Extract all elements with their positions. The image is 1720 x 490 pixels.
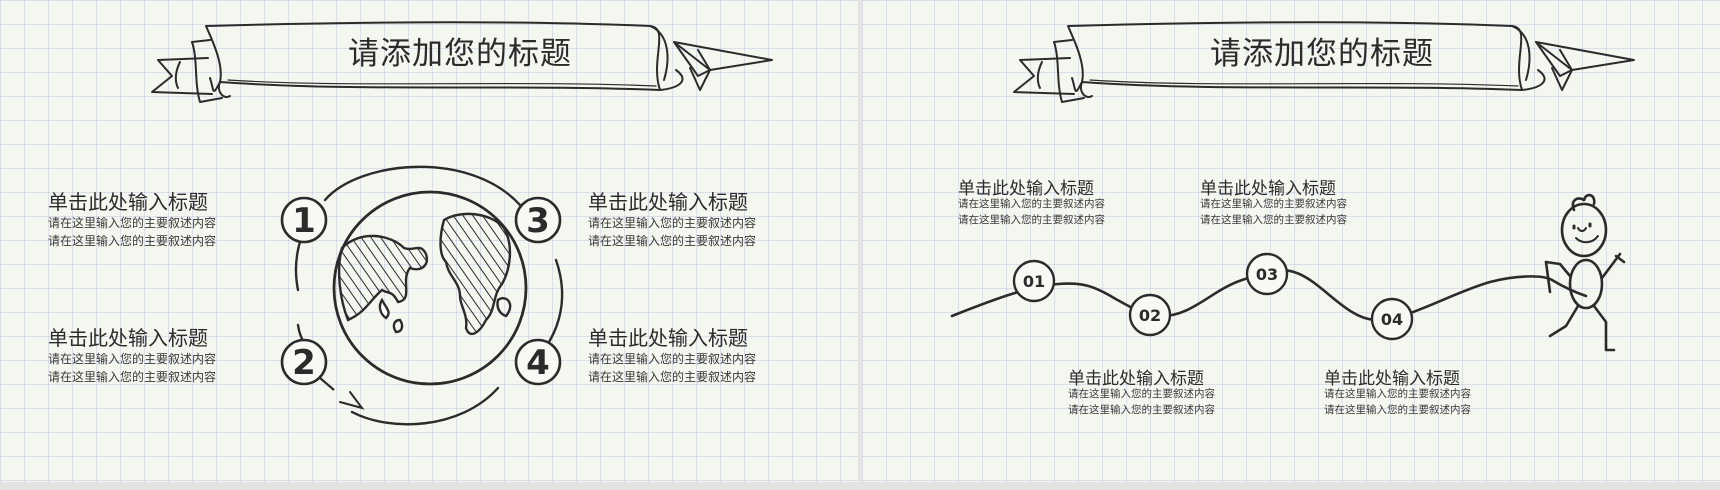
ribbon-banner-icon — [151, 21, 773, 103]
block-body-4[interactable]: 请在这里输入您的主要叙述内容 请在这里输入您的主要叙述内容 — [588, 350, 756, 386]
timeline-wave-icon: 01 02 03 04 — [950, 193, 1626, 352]
block-body-4[interactable]: 请在这里输入您的主要叙述内容 请在这里输入您的主要叙述内容 — [1324, 386, 1471, 418]
body-line: 请在这里输入您的主要叙述内容 — [588, 234, 757, 248]
step-number-03: 03 — [1256, 265, 1278, 284]
page-title: 请添加您的标题 — [1210, 36, 1434, 72]
step-number-4: 4 — [526, 343, 550, 383]
ribbon-banner-icon — [1013, 21, 1635, 103]
step-number-01: 01 — [1023, 272, 1045, 291]
block-body-2[interactable]: 请在这里输入您的主要叙述内容 请在这里输入您的主要叙述内容 — [48, 350, 216, 386]
body-line: 请在这里输入您的主要叙述内容 — [588, 370, 757, 384]
body-line: 请在这里输入您的主要叙述内容 — [1200, 214, 1347, 226]
body-line: 请在这里输入您的主要叙述内容 — [48, 216, 217, 230]
body-line: 请在这里输入您的主要叙述内容 — [588, 352, 757, 366]
block-body-1[interactable]: 请在这里输入您的主要叙述内容 请在这里输入您的主要叙述内容 — [958, 196, 1105, 228]
body-line: 请在这里输入您的主要叙述内容 — [48, 370, 217, 384]
block-body-3[interactable]: 请在这里输入您的主要叙述内容 请在这里输入您的主要叙述内容 — [1068, 386, 1215, 418]
block-title-2[interactable]: 单击此处输入标题 — [1200, 179, 1336, 199]
block-title-1[interactable]: 单击此处输入标题 — [48, 190, 208, 214]
block-title-3[interactable]: 单击此处输入标题 — [1068, 369, 1204, 389]
globe-cycle-icon — [294, 165, 564, 426]
block-title-3[interactable]: 单击此处输入标题 — [588, 190, 748, 214]
block-title-4[interactable]: 单击此处输入标题 — [1324, 369, 1460, 389]
step-number-04: 04 — [1381, 310, 1403, 329]
step-number-3: 3 — [526, 201, 550, 241]
page-title: 请添加您的标题 — [348, 36, 572, 72]
step-circles-icon: 1 2 3 4 — [280, 196, 562, 391]
body-line: 请在这里输入您的主要叙述内容 — [1068, 388, 1215, 400]
body-line: 请在这里输入您的主要叙述内容 — [588, 216, 757, 230]
runner-figure-icon — [1544, 193, 1626, 352]
slide-1: 请添加您的标题 — [0, 0, 858, 482]
step-number-02: 02 — [1139, 306, 1161, 325]
body-line: 请在这里输入您的主要叙述内容 — [1200, 198, 1347, 210]
block-title-4[interactable]: 单击此处输入标题 — [588, 326, 748, 350]
step-number-2: 2 — [292, 343, 316, 383]
body-line: 请在这里输入您的主要叙述内容 — [48, 352, 217, 366]
body-line: 请在这里输入您的主要叙述内容 — [48, 234, 217, 248]
block-body-3[interactable]: 请在这里输入您的主要叙述内容 请在这里输入您的主要叙述内容 — [588, 214, 756, 250]
block-title-1[interactable]: 单击此处输入标题 — [958, 179, 1094, 199]
body-line: 请在这里输入您的主要叙述内容 — [1324, 388, 1471, 400]
slide-2: 请添加您的标题 01 02 03 04 — [862, 0, 1720, 482]
block-body-2[interactable]: 请在这里输入您的主要叙述内容 请在这里输入您的主要叙述内容 — [1200, 196, 1347, 228]
step-number-1: 1 — [292, 201, 316, 241]
body-line: 请在这里输入您的主要叙述内容 — [1324, 404, 1471, 416]
body-line: 请在这里输入您的主要叙述内容 — [958, 214, 1105, 226]
block-body-1[interactable]: 请在这里输入您的主要叙述内容 请在这里输入您的主要叙述内容 — [48, 214, 216, 250]
block-title-2[interactable]: 单击此处输入标题 — [48, 326, 208, 350]
body-line: 请在这里输入您的主要叙述内容 — [958, 198, 1105, 210]
body-line: 请在这里输入您的主要叙述内容 — [1068, 404, 1215, 416]
